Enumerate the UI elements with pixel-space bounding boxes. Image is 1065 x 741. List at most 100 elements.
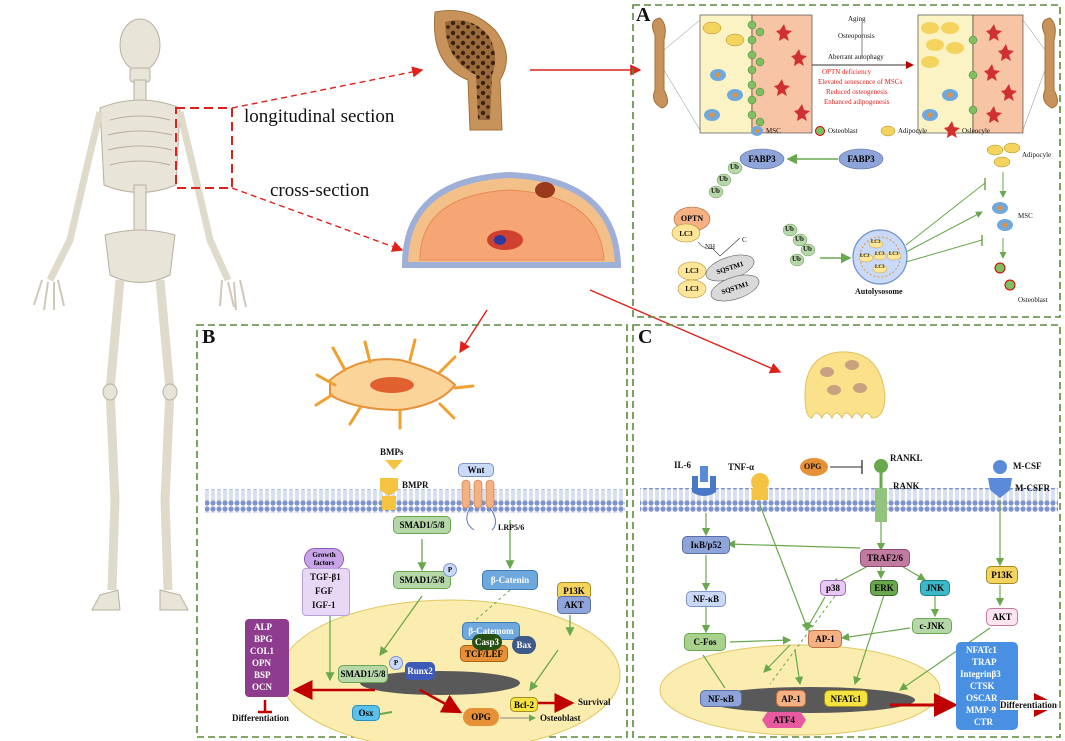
osteoporosis-label: Osteoporosis xyxy=(838,32,875,40)
bmps-label: BMPs xyxy=(380,447,404,457)
akt-c-box: AKT xyxy=(986,608,1018,626)
panel-a-frame xyxy=(632,4,1061,318)
wnt-box: Wnt xyxy=(458,463,494,477)
out-osteoblast-label: Osteoblast xyxy=(1018,296,1048,304)
panel-b-letter: B xyxy=(202,326,216,348)
panel-a-bone-right xyxy=(1041,17,1058,109)
akt-b-box: AKT xyxy=(557,596,591,614)
ub-7: Ub xyxy=(792,255,801,263)
marker-opn: OPN xyxy=(252,658,271,668)
atf4-box: ATF4 xyxy=(762,712,806,728)
smad-top-box: SMAD1/5/8 xyxy=(393,516,451,534)
nuc-nfkb-box: NF-κB xyxy=(700,690,742,707)
lc3-bottom: LC3 xyxy=(685,285,699,293)
legend-adipocyte: Adipocyle xyxy=(898,127,928,135)
nuc-nfatc1-box: NFATc1 xyxy=(824,690,868,707)
casp3-box: Casp3 xyxy=(472,634,502,650)
femur-longitudinal xyxy=(433,9,507,131)
gene-integrin: Integrinβ3 xyxy=(960,669,1001,679)
mcsfr-label: M-CSFR xyxy=(1015,483,1050,493)
panel-a-letter: A xyxy=(636,4,651,26)
marker-col1: COL1 xyxy=(250,646,275,656)
cjnk-box: c-JNK xyxy=(912,618,952,634)
osteoporotic-marrow-block xyxy=(917,14,1024,134)
bmpr-label: BMPR xyxy=(402,480,429,490)
gene-mmp9: MMP-9 xyxy=(966,705,996,715)
p-top: P xyxy=(443,563,457,577)
selection-box xyxy=(175,107,233,189)
healthy-marrow-block xyxy=(699,14,813,134)
fgf-label: FGF xyxy=(315,586,333,596)
nfkb-c-box: NF-κB xyxy=(686,591,726,607)
marker-bpg: BPG xyxy=(254,634,273,644)
aging-label: Aging xyxy=(848,15,866,23)
nh-label: NH xyxy=(705,243,716,251)
opg-b-box: OPG xyxy=(463,708,499,726)
growth-factors-box xyxy=(302,568,350,616)
auto-lc3-5: LC3 xyxy=(875,265,885,270)
marker-ocn: OCN xyxy=(252,682,272,692)
panel-c-letter: C xyxy=(638,326,653,348)
panel-a-bone-left xyxy=(651,17,668,109)
bone-cross-section xyxy=(401,171,622,268)
p38-box: p38 xyxy=(820,580,846,596)
ub-6: Ub xyxy=(803,245,812,253)
skeleton-illustration xyxy=(33,18,247,611)
bcl2-box: Bcl-2 xyxy=(510,697,538,712)
p13k-c-box: P13K xyxy=(986,566,1018,584)
legend-osteoclast: Osleocyle xyxy=(962,127,990,135)
ub-5: Ub xyxy=(795,235,804,243)
out-msc-label: MSC xyxy=(1018,212,1033,220)
bax-box: Bax xyxy=(512,636,536,654)
p-nuc: P xyxy=(389,656,403,670)
auto-lc3-1: LC3 xyxy=(871,240,881,245)
osteoblast-cell xyxy=(314,338,475,430)
jnk-box: JNK xyxy=(920,580,950,596)
lrp-label: LRP5/6 xyxy=(498,523,525,532)
smad-nuc-box: SMAD1/5/8 xyxy=(338,665,388,683)
erk-box: ERK xyxy=(870,580,898,596)
osteoclast-cell xyxy=(804,351,886,420)
fabp3-bound: FABP3 xyxy=(748,154,776,164)
rank-label: RANK xyxy=(893,481,920,491)
differentiation-c-label: Differentiation xyxy=(1000,700,1057,710)
auto-lc3-4: LC3 xyxy=(889,252,899,257)
nuc-ap1-box: AP-1 xyxy=(776,690,806,707)
membrane-b xyxy=(205,489,625,513)
smad-mid-box: SMAD1/5/8 xyxy=(393,571,451,589)
out-adipocyte-label: Adipocyle xyxy=(1022,151,1052,159)
auto-lc3-3: LC3 xyxy=(875,252,885,257)
lc3-mid: LC3 xyxy=(685,267,699,275)
osteoblast-b-label: Osteoblast xyxy=(540,713,581,723)
gene-nfatc1: NFATc1 xyxy=(966,645,997,655)
rankl-label: RANKL xyxy=(890,453,923,463)
lc3-top: LC3 xyxy=(679,230,693,238)
dna-b xyxy=(360,671,520,695)
differentiation-b-label: Differentiation xyxy=(232,713,289,723)
fabp3-free: FABP3 xyxy=(847,154,875,164)
mcsf-label: M-CSF xyxy=(1013,461,1042,471)
runx2-box: Runx2 xyxy=(405,662,435,680)
longitudinal-section-label: longitudinal section xyxy=(244,106,395,127)
aberrant-autophagy-label: Aberrant autophagy xyxy=(828,53,884,61)
marker-alp: ALP xyxy=(254,622,272,632)
ub-3: Ub xyxy=(711,187,720,195)
survival-label: Survival xyxy=(578,697,611,707)
genes-box xyxy=(956,642,1018,730)
gene-oscar: OSCAR xyxy=(966,693,998,703)
il6-label: IL-6 xyxy=(674,460,692,470)
gene-ctsk: CTSK xyxy=(970,681,995,691)
reduced-osteogenesis-note: Reduced osteogenesis xyxy=(826,88,888,96)
ub-2: Ub xyxy=(719,175,728,183)
ub-1: Ub xyxy=(730,163,739,171)
beta-catenin-box: β-Catenin xyxy=(482,570,538,590)
legend-msc: MSC xyxy=(766,127,781,135)
auto-lc3-2: LC3 xyxy=(860,254,870,259)
tgf-label: TGF-β1 xyxy=(310,572,341,582)
markers-box xyxy=(245,619,289,697)
gene-trap: TRAP xyxy=(972,657,997,667)
enhanced-adipogenesis-note: Enhanced adipogenesis xyxy=(824,98,890,106)
ikb-box: IκB/p52 xyxy=(682,536,730,554)
cfos-box: C-Fos xyxy=(684,633,726,651)
